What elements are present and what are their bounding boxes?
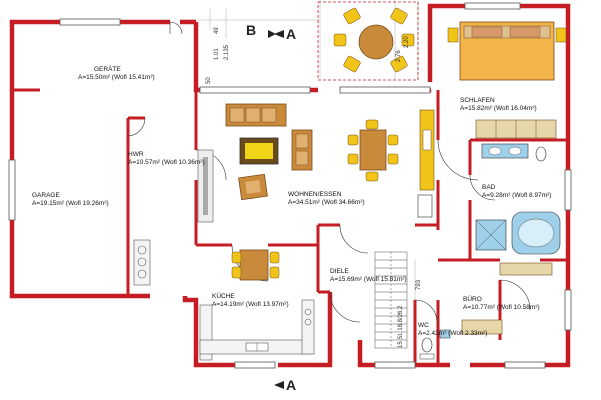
kitchen-furniture (199, 249, 315, 361)
room-name: WOHNEN/ESSEN (288, 191, 342, 198)
section-marker-b-top: B (246, 22, 257, 38)
room-area: A=15.82m² (Wofl 16.04m²) (460, 104, 537, 112)
room-area: A=19.15m² (Wofl 19.26m²) (32, 199, 109, 207)
section-marker-a-bottom: A (286, 377, 297, 393)
garage-shelf (133, 239, 151, 286)
room-name: KÜCHE (212, 293, 235, 300)
staircase (374, 251, 408, 349)
inner-walls (12, 88, 568, 365)
room-area: A=34.51m² (Wofl 34.66m²) (288, 198, 365, 206)
dimension-276: 2.76 (396, 50, 402, 62)
room-name: HWR (128, 151, 144, 158)
room-area: A=14.19m² (Wofl 13.97m²) (212, 300, 289, 308)
dimension-49: 49 (214, 27, 220, 34)
room-name: GARAGE (32, 192, 60, 199)
dimension-50: 50 (206, 77, 212, 84)
room-kueche-label: KÜCHE A=14.19m² (Wofl 13.97m²) (212, 293, 289, 308)
room-buero-label: BÜRO A=10.77m² (Wofl 10.58m²) (463, 296, 540, 311)
room-name: WC (418, 322, 429, 329)
room-garage-label: GARAGE A=19.15m² (Wofl 19.26m²) (32, 192, 109, 207)
room-name: BÜRO (463, 296, 482, 303)
room-diele-label: DIELE A=15.69m² (Wofl 15.81m²) (330, 268, 407, 283)
room-wohnen-label: WOHNEN/ESSEN A=34.51m² (Wofl 34.66m²) (288, 191, 365, 206)
room-hwr-label: HWR A=10.57m² (Wofl 10.36m²) (128, 151, 205, 166)
terrace-outline (317, 1, 419, 81)
dimension-793: 793 (416, 279, 422, 290)
bathroom-fixtures (475, 143, 561, 276)
room-name: BAD (482, 184, 496, 191)
dimension-2135: 2.135 (224, 44, 230, 60)
room-name: GERÄTE (94, 66, 121, 73)
room-area: A=2.42m² (Wofl 2.33m²) (418, 329, 488, 337)
room-bad-label: BAD A=9.28m² (Wofl 8.97m²) (482, 184, 551, 199)
room-area: A=10.57m² (Wofl 10.36m²) (128, 158, 205, 166)
bedroom-furniture (447, 21, 567, 139)
dining-set (347, 119, 399, 182)
room-schlafen-label: SCHLAFEN A=15.82m² (Wofl 16.04m²) (460, 97, 537, 112)
section-marker-a-top: A (286, 26, 297, 42)
hwr-appliances (197, 149, 214, 223)
room-area: A=15.69m² (Wofl 15.81m²) (330, 275, 407, 283)
room-geraete-label: GERÄTE A=15.50m² (Wofl 15.41m²) (78, 66, 155, 81)
room-area: A=10.77m² (Wofl 10.58m²) (463, 303, 540, 311)
dimension-101: 1.01 (214, 48, 220, 60)
room-name: SCHLAFEN (460, 97, 495, 104)
wc-fixtures (419, 329, 451, 360)
room-name: DIELE (330, 268, 349, 275)
windows (8, 2, 572, 369)
room-area: A=15.50m² (Wofl 15.41m²) (78, 73, 155, 81)
terrace-table (333, 7, 415, 73)
room-wc-label: WC A=2.42m² (Wofl 2.33m²) (418, 322, 487, 337)
dimension-220: 2.20 (404, 36, 410, 48)
room-area: A=9.28m² (Wofl 8.97m²) (482, 191, 552, 199)
section-arrows (268, 30, 284, 389)
living-furniture (225, 103, 313, 201)
dimension-stairs: 15 St. 18.8/26.2 (398, 305, 404, 348)
office-furniture (461, 319, 503, 335)
living-sideboard (417, 109, 435, 218)
